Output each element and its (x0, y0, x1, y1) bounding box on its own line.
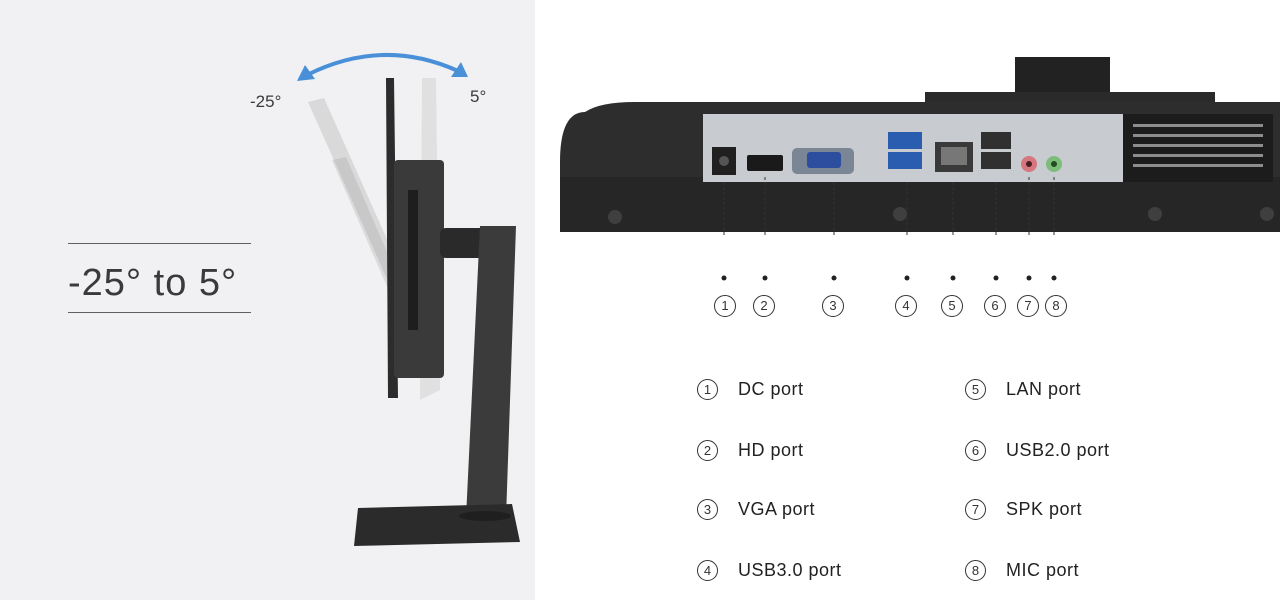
stand-base (354, 504, 520, 546)
legend-label: MIC port (1006, 559, 1080, 580)
legend-number: 5 (965, 378, 986, 400)
legend-label: VGA port (738, 498, 816, 519)
callout-6: 6 (984, 295, 1006, 317)
legend-label: LAN port (1006, 378, 1082, 399)
legend-number: 4 (697, 559, 718, 581)
tilt-illustration-panel: -25° 5° -25° to 5° (0, 0, 535, 600)
legend-number: 6 (965, 439, 986, 461)
callout-3: 3 (822, 295, 844, 317)
monitor-rear-housing (394, 160, 444, 378)
legend-label: HD port (738, 439, 804, 460)
hdmi-port-icon (747, 155, 783, 171)
legend-number: 1 (697, 378, 718, 400)
legend-label: DC port (738, 378, 804, 399)
monitor-side-view-icon (308, 78, 520, 546)
legend-number: 7 (965, 498, 986, 520)
usb3-port-icon (888, 132, 922, 149)
legend-label: SPK port (1006, 498, 1083, 519)
legend-item-usb3: 4 USB3.0 port (697, 558, 842, 582)
hinge (440, 228, 490, 258)
tilt-range-text: -25° to 5° (68, 262, 238, 304)
legend-item-hd: 2 HD port (697, 438, 804, 462)
stand-column (466, 226, 516, 518)
legend-label: USB3.0 port (738, 559, 842, 580)
callout-1: 1 (714, 295, 736, 317)
leader-dots (721, 275, 1057, 281)
legend-number: 8 (965, 559, 986, 581)
tilt-range-caption: -25° to 5° (68, 243, 251, 313)
legend-item-usb2: 6 USB2.0 port (965, 438, 1110, 462)
legend-item-mic: 8 MIC port (965, 558, 1079, 582)
callout-2: 2 (753, 295, 775, 317)
callout-8: 8 (1045, 295, 1067, 317)
tilt-max-label: 5° (470, 87, 487, 106)
callout-7: 7 (1017, 295, 1039, 317)
tilt-min-label: -25° (250, 92, 282, 111)
legend-item-vga: 3 VGA port (697, 497, 815, 521)
rear-io-panel-illustration (560, 57, 1280, 237)
callout-5: 5 (941, 295, 963, 317)
legend-item-spk: 7 SPK port (965, 497, 1082, 521)
double-headed-curved-arrow-icon (297, 52, 468, 81)
usb2-port-icon (981, 132, 1011, 149)
legend-number: 2 (697, 439, 718, 461)
legend-number: 3 (697, 498, 718, 520)
legend-item-dc: 1 DC port (697, 377, 804, 401)
legend-label: USB2.0 port (1006, 439, 1110, 460)
legend-item-lan: 5 LAN port (965, 377, 1081, 401)
callout-4: 4 (895, 295, 917, 317)
